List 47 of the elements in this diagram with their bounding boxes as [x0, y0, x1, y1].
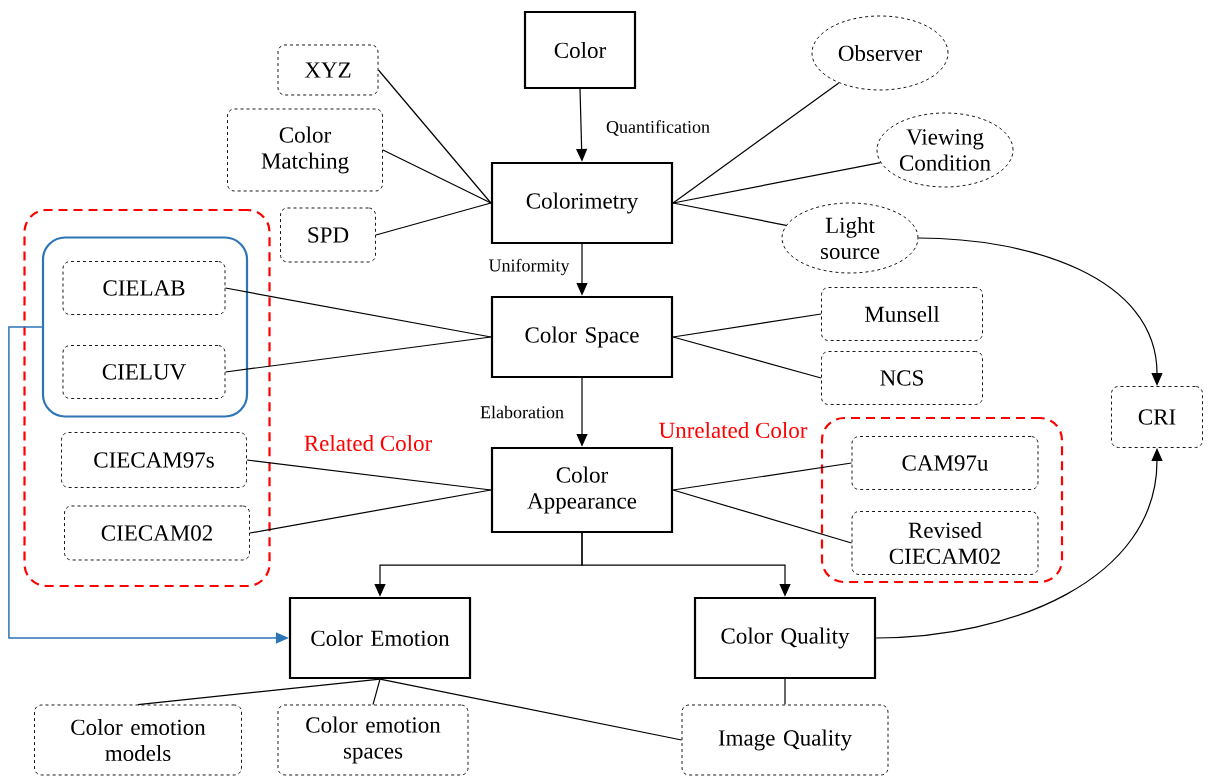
outline-box	[41, 236, 249, 418]
connector-line	[672, 462, 853, 491]
process-box: Color Quality	[693, 596, 877, 680]
dashed-box: Revised CIECAM02	[851, 511, 1039, 575]
process-box: Colorimetry	[490, 161, 674, 245]
dashed-box: NCS	[821, 351, 983, 405]
connector-line	[224, 287, 492, 338]
connector-line	[672, 336, 822, 379]
process-box: Color	[523, 10, 637, 90]
connector-line	[672, 82, 840, 204]
connector-line	[246, 459, 492, 491]
connector-line	[137, 678, 381, 706]
dashed-box: Color emotion spaces	[277, 704, 469, 776]
process-box: Color Appearance	[490, 446, 674, 534]
dashed-box: CIELAB	[62, 261, 226, 315]
arrow	[875, 448, 1163, 639]
dashed-box: CIECAM97s	[61, 432, 247, 488]
connector-line	[372, 678, 381, 706]
connector-line	[784, 678, 786, 706]
connector-line	[377, 69, 492, 204]
dashed-box: Color emotion models	[34, 704, 242, 776]
dashed-box: Munsell	[821, 287, 983, 341]
edge-label: Quantification	[605, 119, 711, 137]
connector-line	[672, 202, 787, 226]
dashed-box: CRI	[1111, 386, 1203, 448]
dashed-box: CIECAM02	[64, 505, 250, 561]
connector-line	[249, 489, 492, 534]
edge-label: Elaboration	[479, 404, 565, 420]
process-box: Color Emotion	[288, 596, 472, 680]
dashed-box: SPD	[280, 207, 376, 263]
connector-line	[672, 313, 822, 338]
arrow	[917, 237, 1163, 386]
connector-line	[382, 149, 492, 204]
dashed-box: Image Quality	[681, 704, 889, 776]
connector-line	[379, 678, 683, 741]
connector-line	[672, 161, 882, 204]
connector-line	[672, 489, 853, 544]
process-box: Color Space	[490, 295, 674, 379]
group-heading: Unrelated Color	[659, 421, 808, 439]
dashed-box: XYZ	[277, 44, 379, 96]
dashed-box: Color Matching	[227, 108, 383, 192]
connector-line	[224, 336, 492, 373]
dashed-box: CAM97u	[851, 436, 1039, 490]
dashed-box: CIELUV	[62, 345, 226, 399]
edge-label: Uniformity	[487, 257, 571, 277]
group-heading: Related Color	[304, 434, 433, 452]
connector-line	[375, 202, 492, 236]
